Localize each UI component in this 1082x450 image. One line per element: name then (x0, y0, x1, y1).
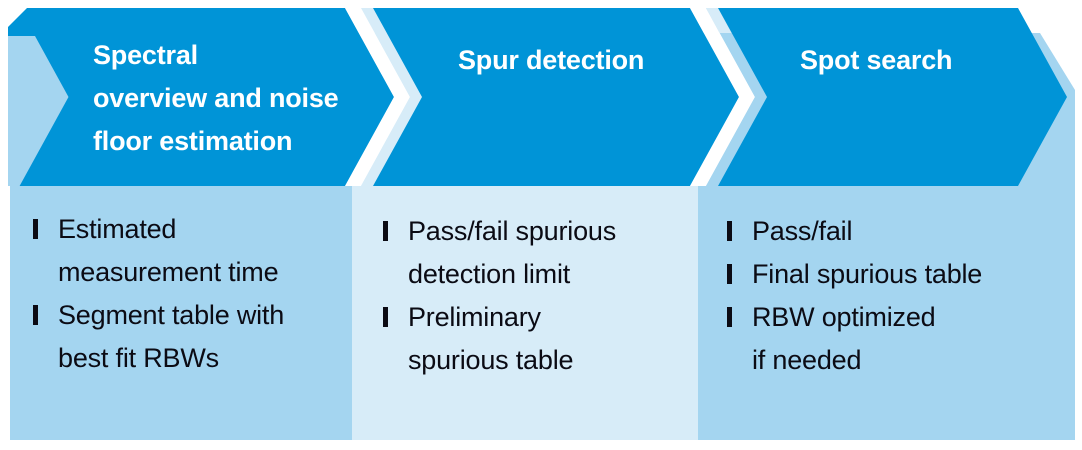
bullet-bar-icon (727, 221, 732, 241)
list-item-line: Preliminary (408, 302, 541, 332)
list-item-text: Pass/fail spurious detection limit (408, 210, 616, 296)
gap2-white-stripe (690, 8, 755, 186)
step1-title-line: overview and noise (93, 83, 339, 113)
list-item-text: Estimated measurement time (58, 208, 279, 294)
step3-title-line: Spot search (800, 45, 953, 75)
list-item: Segment table with best fit RBWs (33, 294, 284, 380)
list-item-line: Final spurious table (752, 259, 983, 289)
step1-title: Spectral overview and noise floor estimati… (93, 34, 339, 163)
list-item-line: RBW optimized (752, 302, 936, 332)
step2-title: Spur detection (458, 39, 644, 82)
list-item-line: detection limit (408, 259, 571, 289)
step1-title-line: Spectral (93, 40, 198, 70)
list-item: Preliminary spurious table (383, 296, 616, 382)
list-item-line: Pass/fail (752, 216, 853, 246)
step1-arrow-notch (8, 36, 69, 186)
bullet-bar-icon (727, 307, 732, 327)
step1-corner-bevel (8, 8, 27, 27)
gap2-light-wedge (706, 8, 732, 33)
list-item-line: measurement time (58, 257, 279, 287)
list-item-line: if needed (752, 345, 862, 375)
bullet-bar-icon (727, 264, 732, 284)
list-item-text: Pass/fail (752, 210, 852, 253)
step1-title-line: floor estimation (93, 126, 293, 156)
list-item-text: Preliminary spurious table (408, 296, 574, 382)
list-item: Final spurious table (727, 253, 982, 296)
list-item-line: Pass/fail spurious (408, 216, 616, 246)
list-item-line: Estimated (58, 214, 177, 244)
list-item-line: spurious table (408, 345, 574, 375)
bullet-bar-icon (383, 221, 388, 241)
bullet-bar-icon (33, 305, 38, 325)
list-item: RBW optimized if needed (727, 296, 982, 382)
list-item: Pass/fail spurious detection limit (383, 210, 616, 296)
step1-arrow (8, 8, 394, 186)
step2-arrow (373, 8, 739, 186)
step3-title: Spot search (800, 39, 953, 82)
gap2-medium-chevron (706, 8, 767, 186)
list-item-text: RBW optimized if needed (752, 296, 936, 382)
gap1-light-chevron (361, 8, 422, 186)
list-item-line: Segment table with (58, 300, 285, 330)
bullet-bar-icon (33, 219, 38, 239)
list-item-text: Final spurious table (752, 253, 982, 296)
step2-title-line: Spur detection (458, 45, 645, 75)
step3-arrow (718, 8, 1067, 186)
list-item: Estimated measurement time (33, 208, 284, 294)
list-item: Pass/fail (727, 210, 982, 253)
gap1-white-stripe (345, 8, 410, 186)
list-item-text: Segment table with best fit RBWs (58, 294, 284, 380)
list-item-line: best fit RBWs (58, 343, 219, 373)
bullet-bar-icon (383, 307, 388, 327)
